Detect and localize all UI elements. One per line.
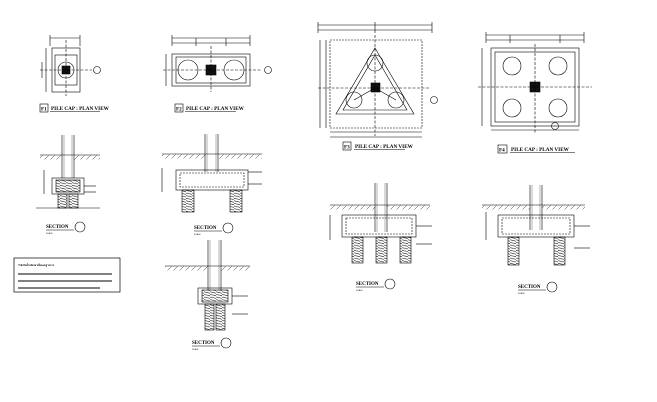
- section-f1-scale: SCALE: [46, 232, 53, 235]
- f1-title: PILE CAP : PLAN VIEW: [51, 106, 110, 112]
- section-f1-label: SECTION: [46, 225, 69, 230]
- f4-tag: F4: [499, 148, 505, 154]
- f2-plan-view: [163, 35, 272, 92]
- section-f3-scale: SCALE: [356, 289, 363, 292]
- f3-plan-view: [317, 22, 438, 138]
- f1-plan-title: F1 PILE CAP : PLAN VIEW: [39, 103, 110, 113]
- section-f1-alt: [165, 240, 250, 331]
- f2-title: PILE CAP : PLAN VIEW: [186, 106, 245, 112]
- f1-tag: F1: [41, 107, 47, 113]
- section-f4-scale: SCALE: [518, 292, 525, 295]
- section-f3-label: SECTION: [356, 282, 379, 287]
- f2-plan-title: F2 PILE CAP : PLAN VIEW: [174, 103, 245, 113]
- section-f1-alt-scale: SCALE: [192, 348, 199, 351]
- section-f2-scale: SCALE: [194, 233, 201, 236]
- section-f2-title: SECTION SCALE: [194, 222, 234, 236]
- section-f2-label: SECTION: [194, 226, 217, 231]
- section-f1-alt-label: SECTION: [192, 341, 215, 346]
- section-f4-label: SECTION: [518, 285, 541, 290]
- f1-plan-view: [40, 35, 101, 96]
- section-f3-title: SECTION SCALE: [356, 278, 396, 292]
- section-f1-title: SECTION SCALE: [46, 221, 86, 235]
- section-f2: [161, 134, 262, 213]
- section-f1: [36, 135, 100, 209]
- f2-tag: F2: [176, 107, 182, 113]
- f4-plan-title: F4 PILE CAP : PLAN VIEW: [497, 144, 575, 154]
- f3-tag: F3: [344, 145, 350, 151]
- bearing-capacity-notes: กำลังรับน้ำหนักเสาเข็มและฐานราก: [13, 257, 121, 293]
- section-f4-title: SECTION SCALE: [518, 281, 558, 295]
- section-f3: [329, 183, 432, 264]
- section-f1-alt-title: SECTION SCALE: [192, 337, 232, 351]
- f4-plan-view: [478, 32, 592, 134]
- notes-header: กำลังรับน้ำหนักเสาเข็มและฐานราก: [18, 262, 55, 268]
- section-f4: [482, 185, 590, 266]
- f4-title: PILE CAP : PLAN VIEW: [511, 147, 570, 153]
- f3-plan-title: F3 PILE CAP : PLAN VIEW: [342, 141, 414, 151]
- f3-title: PILE CAP : PLAN VIEW: [355, 144, 414, 150]
